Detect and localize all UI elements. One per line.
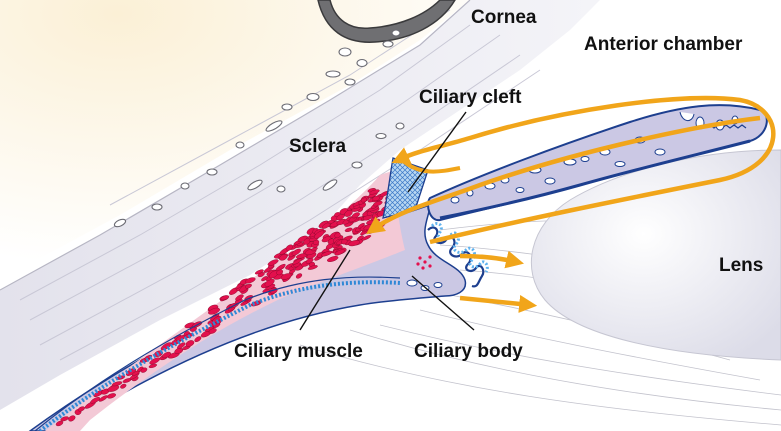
ciliary-cleft-leader — [407, 111, 467, 193]
muscle-fiber — [68, 415, 76, 422]
label-ciliary-muscle: Ciliary muscle — [234, 341, 363, 362]
muscle-fiber — [220, 295, 230, 301]
ciliary-muscle-leader — [299, 249, 351, 331]
label-anterior-chamber: Anterior chamber — [584, 34, 743, 55]
muscle-fiber — [245, 277, 256, 284]
sclera-fiber-lines — [19, 9, 541, 361]
muscle-fiber — [267, 259, 279, 266]
muscle-fiber — [55, 420, 64, 427]
muscle-fiber — [372, 195, 380, 202]
muscle-fiber — [254, 269, 264, 275]
muscle-fiber — [235, 294, 244, 301]
muscle-fiber — [240, 301, 248, 306]
aqueous-flow-inner — [400, 158, 461, 174]
muscle-fiber — [185, 340, 195, 347]
muscle-fiber — [120, 383, 127, 389]
muscle-fiber — [245, 283, 252, 289]
scleral-vessels — [113, 29, 405, 228]
muscle-fiber — [194, 336, 202, 343]
muscle-fiber — [369, 189, 380, 195]
label-ciliary-body: Ciliary body — [414, 341, 523, 362]
muscle-fiber — [292, 258, 303, 265]
muscle-fiber — [291, 248, 301, 256]
muscle-fiber — [360, 197, 368, 203]
muscle-fiber — [348, 240, 360, 247]
pigment-epithelium — [38, 280, 401, 431]
pigment-epithelium-outline — [34, 276, 401, 431]
label-lens: Lens — [719, 255, 764, 276]
label-ciliary-cleft: Ciliary cleft — [419, 87, 522, 108]
ciliary-body-leader — [411, 275, 475, 331]
muscle-fiber — [161, 351, 171, 359]
sclera-outer-edge — [0, 0, 471, 291]
aqueous-arrow-lower — [459, 294, 538, 313]
muscle-fiber — [90, 397, 101, 404]
ciliary-body-vessels — [406, 279, 443, 291]
muscle-fiber — [307, 265, 318, 270]
label-cornea: Cornea — [471, 7, 537, 28]
muscle-fiber — [356, 235, 364, 241]
muscle-fiber — [77, 406, 85, 412]
aqueous-flow-to-cleft — [366, 115, 761, 235]
muscle-fiber — [334, 249, 345, 256]
muscle-fiber — [305, 257, 314, 264]
iris-pigment-edge — [439, 139, 751, 220]
muscle-fiber — [261, 276, 268, 282]
muscle-fiber — [279, 254, 288, 261]
muscle-fiber — [361, 235, 372, 241]
muscle-fiber — [295, 273, 303, 279]
vessel-top — [317, 0, 456, 43]
aqueous-flow-loop — [391, 95, 776, 245]
muscle-fiber — [285, 244, 294, 251]
muscle-fiber — [140, 367, 148, 373]
muscle-fiber — [334, 232, 341, 239]
muscle-fiber — [280, 273, 292, 280]
muscle-fiber — [351, 212, 360, 219]
muscle-fiber — [177, 342, 186, 349]
muscle-fiber — [344, 227, 353, 233]
upper-tissue-region — [0, 0, 470, 280]
red-dot-cluster — [416, 255, 432, 270]
muscle-fiber — [275, 263, 286, 272]
muscle-fiber — [106, 393, 116, 399]
muscle-fiber — [111, 381, 123, 387]
muscle-fiber — [208, 328, 217, 334]
muscle-fiber — [341, 238, 348, 245]
muscle-fiber — [327, 256, 339, 262]
iris-crypt — [679, 111, 695, 121]
muscle-fiber — [208, 307, 220, 315]
label-sclera: Sclera — [289, 136, 347, 157]
muscle-fiber — [314, 230, 325, 239]
aqueous-arrow-upper — [459, 250, 525, 269]
muscle-fiber — [213, 323, 221, 328]
muscle-fiber — [60, 416, 69, 422]
